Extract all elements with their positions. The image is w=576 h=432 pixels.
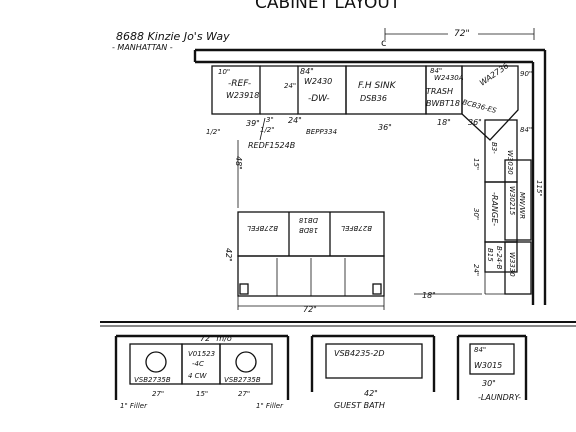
laundry-width: 30"	[482, 379, 496, 388]
layout-title: CABINET LAYOUT	[255, 0, 401, 13]
sink-code: DSB36	[360, 94, 387, 103]
laundry-label: -LAUNDRY-	[478, 393, 521, 402]
guest-bath-code: VSB4235-2D	[334, 349, 385, 358]
master-bath-dim-right: 27"	[238, 390, 250, 398]
trash-code: W2430A	[434, 74, 464, 82]
master-bath-filler-right: 1" Filler	[256, 402, 284, 410]
ref-label: -REF-	[228, 79, 251, 89]
island-side-dim: 18"	[422, 291, 436, 300]
sink-width: 36"	[378, 123, 392, 132]
ref-code: W23918	[226, 91, 259, 100]
master-bath	[114, 334, 290, 400]
address-line-2: - MANHATTAN -	[112, 43, 173, 52]
corner-dim-2: 84"	[520, 126, 532, 134]
guest-bath-width: 42"	[364, 389, 378, 398]
dw-label: -DW-	[308, 94, 330, 104]
kitchen-island	[237, 211, 385, 310]
top-wall-dimension: 72" c	[381, 28, 535, 49]
trash-width: 18"	[437, 118, 451, 127]
kitchen-upper-cabinets	[211, 65, 519, 141]
corner-width: 36"	[468, 118, 482, 127]
redp-leader	[259, 117, 266, 141]
right-b15: B15	[486, 248, 494, 262]
right-b24: B-24-B	[495, 246, 503, 270]
master-bath-center-sub2: 4 CW	[188, 372, 208, 380]
island-left-dim: 42"	[224, 248, 233, 262]
master-bath-dim-left: 27"	[152, 390, 164, 398]
kitchen-walls	[193, 48, 547, 305]
right-microwave: MW/WR	[518, 192, 526, 219]
ref-width: 39"	[246, 119, 260, 128]
island-top-mid: DB18	[298, 216, 318, 224]
bepp-code: BEPP334	[306, 128, 337, 136]
master-bath-left-code: VSB2735B	[134, 376, 171, 384]
trash-label: TRASH	[426, 87, 453, 96]
dw-top-dim: 84"	[300, 67, 314, 76]
laundry-top-dim: 84"	[474, 346, 486, 354]
master-bath-center-code: V01523	[188, 350, 215, 358]
dw-width: 24"	[288, 116, 302, 125]
top-wall-dim-label: 72"	[454, 29, 470, 39]
master-bath-filler-left: 1" Filler	[120, 402, 148, 410]
filler-left: 1/2"	[206, 128, 221, 136]
w2430-code: W2430	[304, 77, 332, 86]
right-side-dim: 115"	[535, 180, 543, 197]
master-bath-dim-center: 15"	[196, 390, 208, 398]
trash-top-dim: 84"	[430, 67, 442, 75]
master-bath-right-code: VSB2735B	[224, 376, 261, 384]
laundry	[456, 334, 528, 400]
right-dim-3: 24"	[472, 264, 480, 276]
master-bath-top-dim: 72" m/o	[200, 334, 232, 343]
outlet-symbol: c	[381, 38, 387, 49]
right-w3030: W3030	[506, 150, 514, 175]
ref-top-dim: 10"	[218, 68, 230, 76]
master-bath-center-sub1: -4C	[192, 360, 204, 368]
right-dim-2: 30"	[472, 208, 480, 220]
right-range: -RANGE-	[490, 192, 499, 226]
right-tall: W3330	[508, 252, 516, 277]
filler-mid: 1/2"	[260, 126, 275, 134]
right-dim-1: 15"	[472, 158, 480, 170]
address-line-1: 8688 Kinzie Jo's Way	[116, 30, 230, 43]
right-b3: B3-	[490, 142, 498, 154]
island-top-mid2: 18DB	[299, 226, 318, 234]
island-bottom-dim: 72"	[303, 305, 317, 314]
corner-base-code: BCB36-ES	[461, 98, 497, 115]
trash-base: BWBT18	[426, 99, 460, 108]
island-top-left: B27BFEL	[247, 224, 278, 232]
redp-code: REDF1524B	[248, 141, 295, 150]
kitchen-right-run	[484, 119, 532, 295]
sink-label: F.H SINK	[358, 81, 397, 91]
island-top-right: B27BFEL	[341, 224, 372, 232]
corner-dim-1: 90"	[520, 70, 532, 78]
guest-bath-label: GUEST BATH	[334, 401, 385, 410]
dw-depth: 24"	[284, 82, 296, 90]
guest-bath	[310, 334, 436, 392]
corner-wall-code: WA2736	[478, 61, 510, 87]
laundry-code: W3015	[474, 361, 502, 370]
right-w3021: W30215	[508, 186, 516, 216]
island-vert-dim: 48"	[234, 156, 243, 170]
w2430-width: 3"	[266, 116, 274, 124]
